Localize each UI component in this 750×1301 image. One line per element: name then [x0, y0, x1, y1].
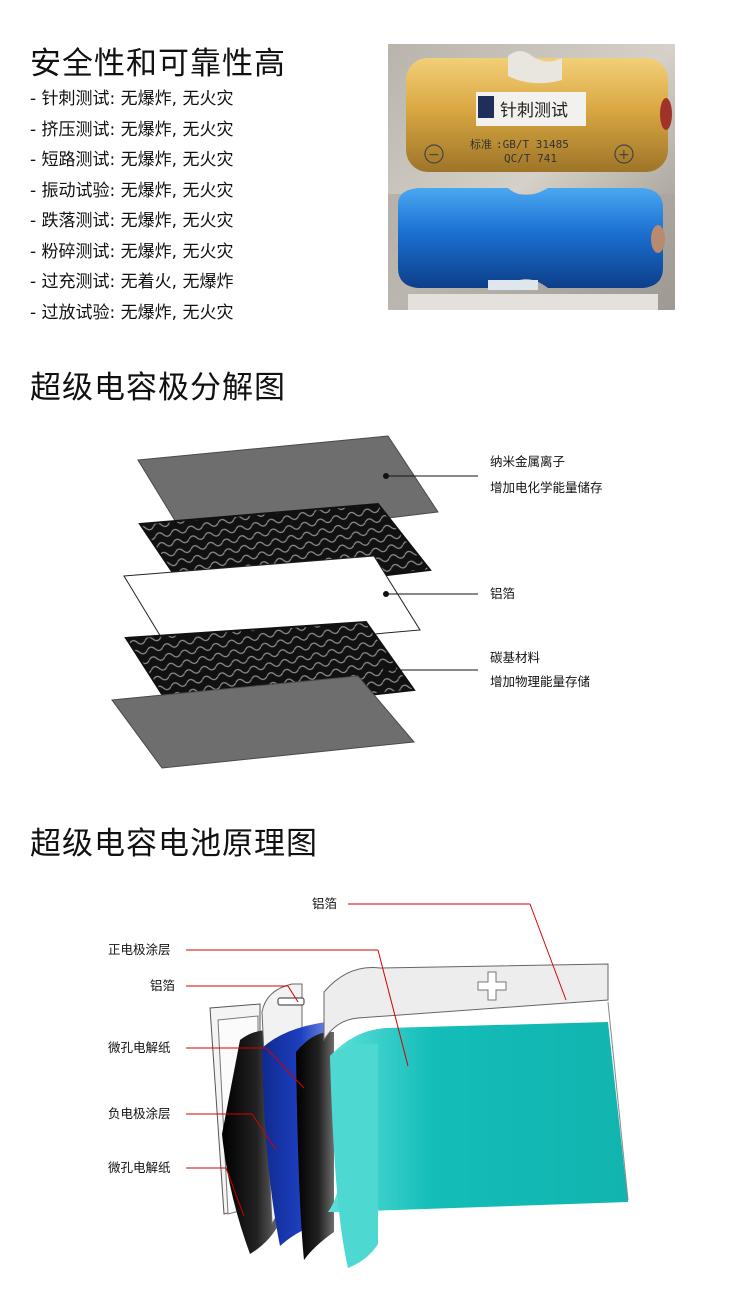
- annotation-carbon-desc: 增加物理能量存储: [490, 674, 590, 689]
- annotation-carbon: 碳基材料: [490, 650, 541, 665]
- nail-test-photo: 针刺测试 标准 :GB/T 31485 QC/T 741 − +: [388, 44, 675, 310]
- test-item: - 针刺测试: 无爆炸, 无火灾: [30, 89, 234, 109]
- photo-label-title: 针刺测试: [500, 101, 568, 121]
- test-item: - 跌落测试: 无爆炸, 无火灾: [30, 211, 234, 231]
- test-item: - 过放试验: 无爆炸, 无火灾: [30, 302, 234, 323]
- safety-test-list: - 针刺测试: 无爆炸, 无火灾 - 挤压测试: 无爆炸, 无火灾 - 短路测试…: [30, 84, 233, 328]
- test-item: - 振动试验: 无爆炸, 无火灾: [30, 180, 234, 201]
- test-item: - 挤压测试: 无爆炸, 无火灾: [30, 119, 234, 140]
- annotation-nano-metal-desc: 增加电化学能量储存: [490, 480, 603, 495]
- battery-cells-image: 针刺测试 标准 :GB/T 31485 QC/T 741 − +: [388, 44, 675, 310]
- label-separator-1: 微孔电解纸: [108, 1040, 171, 1055]
- exploded-title: 超级电容极分解图: [30, 370, 286, 406]
- principle-title: 超级电容电池原理图: [30, 826, 318, 862]
- principle-diagram: 铝箔 正电极涂层 铝箔 微孔电解纸 负电极涂层 微孔电解纸: [108, 896, 629, 1268]
- exploded-diagram: 纳米金属离子 增加电化学能量储存 铝箔 碳基材料 增加物理能量存储: [111, 435, 603, 769]
- safety-title: 安全性和可靠性高: [30, 46, 286, 82]
- photo-label-std-2: QC/T 741: [504, 152, 557, 165]
- test-item: - 过充测试: 无着火, 无爆炸: [30, 272, 234, 292]
- test-item: - 短路测试: 无爆炸, 无火灾: [30, 150, 234, 170]
- photo-label-std-prefix: 标准: [470, 137, 492, 151]
- label-positive-coating: 正电极涂层: [108, 942, 171, 957]
- label-foil: 铝箔: [150, 978, 175, 993]
- label-top-foil: 铝箔: [312, 896, 337, 911]
- test-item: - 粉碎测试: 无爆炸, 无火灾: [30, 241, 234, 262]
- label-negative-coating: 负电极涂层: [108, 1106, 171, 1121]
- annotation-nano-metal: 纳米金属离子: [490, 454, 565, 469]
- photo-label-std-1: :GB/T 31485: [496, 138, 569, 151]
- plus-icon: +: [618, 147, 630, 163]
- label-separator-2: 微孔电解纸: [108, 1160, 171, 1175]
- annotation-foil: 铝箔: [490, 586, 515, 601]
- minus-icon: −: [428, 147, 440, 163]
- bottom-layer: [111, 675, 415, 769]
